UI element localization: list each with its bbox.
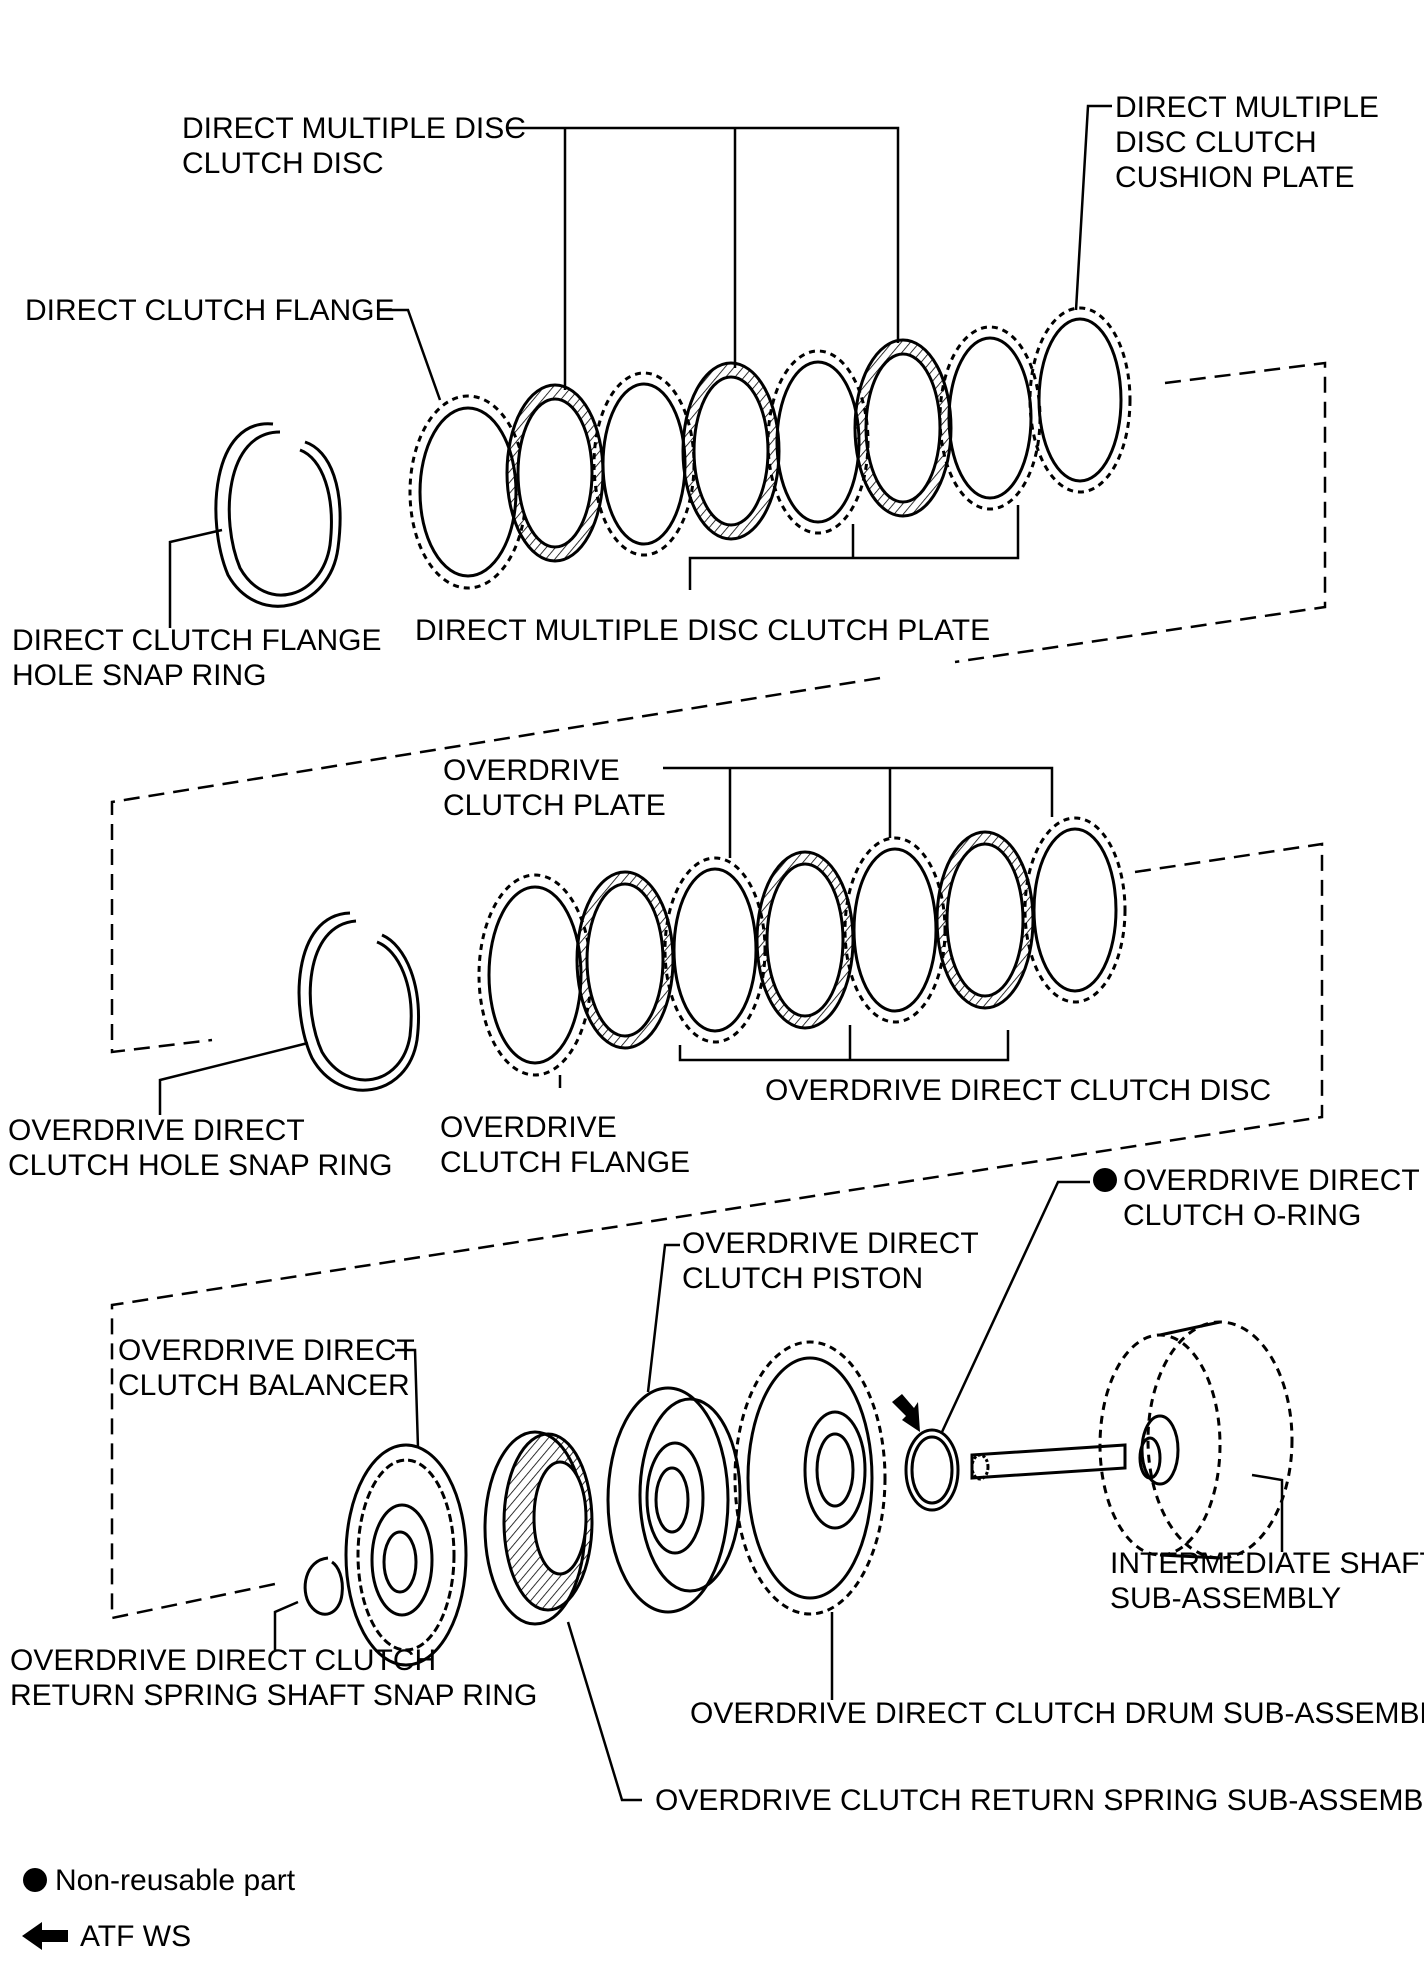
- label-overdrive-direct-clutch-return-spring-shaft-snap-ring: OVERDRIVE DIRECT CLUTCH RETURN SPRING SH…: [10, 1644, 537, 1712]
- atf-ws-arrow-icon: [892, 1394, 920, 1432]
- overdrive-clutch-plate: [663, 816, 1127, 1044]
- legend-non-reusable-text: Non-reusable part: [55, 1864, 296, 1897]
- intermediate-shaft-sub-assembly: [970, 1320, 1294, 1560]
- label-overdrive-direct-clutch-hole-snap-ring: OVERDRIVE DIRECT CLUTCH HOLE SNAP RING: [8, 1114, 393, 1182]
- label-overdrive-direct-clutch-o-ring: OVERDRIVE DIRECT CLUTCH O-RING: [1123, 1164, 1424, 1232]
- label-overdrive-direct-clutch-balancer: OVERDRIVE DIRECT CLUTCH BALANCER: [118, 1334, 423, 1402]
- overdrive-clutch-return-spring-sub-assembly: [483, 1430, 594, 1626]
- label-direct-clutch-flange: DIRECT CLUTCH FLANGE: [25, 294, 395, 327]
- direct-multiple-disc-clutch-cushion-plate: [1028, 306, 1132, 494]
- label-overdrive-clutch-return-spring-sub-assembly: OVERDRIVE CLUTCH RETURN SPRING SUB-ASSEM…: [655, 1784, 1424, 1817]
- label-overdrive-direct-clutch-drum-sub-assembly: OVERDRIVE DIRECT CLUTCH DRUM SUB-ASSEMBL…: [690, 1697, 1424, 1730]
- label-direct-multiple-disc-clutch-plate: DIRECT MULTIPLE DISC CLUTCH PLATE: [415, 614, 990, 647]
- overdrive-direct-clutch-piston: [606, 1386, 742, 1614]
- label-intermediate-shaft-sub-assembly: INTERMEDIATE SHAFT SUB-ASSEMBLY: [1110, 1547, 1424, 1615]
- leader-lines: [158, 104, 1284, 1802]
- assembly-guide-lines: [110, 361, 1327, 1620]
- arrow-left-icon: [22, 1922, 68, 1950]
- label-overdrive-clutch-plate: OVERDRIVE CLUTCH PLATE: [443, 754, 666, 822]
- label-overdrive-direct-clutch-piston: OVERDRIVE DIRECT CLUTCH PISTON: [682, 1227, 987, 1295]
- label-direct-multiple-disc-clutch-disc: DIRECT MULTIPLE DISC CLUTCH DISC: [182, 112, 534, 180]
- overdrive-direct-clutch-disc: [575, 830, 1035, 1050]
- legend-atf-text: ATF WS: [80, 1920, 191, 1953]
- non-reusable-circle-icon: [1093, 1168, 1117, 1192]
- direct-clutch-flange-hole-snap-ring: [214, 422, 342, 608]
- overdrive-direct-clutch-hole-snap-ring: [297, 911, 420, 1092]
- filled-circle-icon: [23, 1868, 47, 1892]
- label-direct-multiple-disc-clutch-cushion-plate: DIRECT MULTIPLE DISC CLUTCH CUSHION PLAT…: [1115, 91, 1387, 194]
- overdrive-direct-clutch-return-spring-shaft-snap-ring: [303, 1556, 344, 1616]
- label-overdrive-clutch-flange: OVERDRIVE CLUTCH FLANGE: [440, 1111, 690, 1179]
- overdrive-direct-clutch-balancer: [344, 1443, 468, 1667]
- direct-multiple-disc-clutch-plate: [592, 325, 1042, 557]
- direct-multiple-disc-clutch-disc: [505, 338, 953, 563]
- legend: Non-reusable part ATF WS: [22, 1864, 296, 1953]
- overdrive-direct-clutch-drum-sub-assembly: [733, 1340, 887, 1616]
- overdrive-direct-clutch-o-ring: [904, 1428, 960, 1512]
- label-overdrive-direct-clutch-disc: OVERDRIVE DIRECT CLUTCH DISC: [765, 1074, 1271, 1107]
- label-direct-clutch-flange-hole-snap-ring: DIRECT CLUTCH FLANGE HOLE SNAP RING: [12, 624, 390, 692]
- overdrive-clutch-flange: [477, 873, 593, 1077]
